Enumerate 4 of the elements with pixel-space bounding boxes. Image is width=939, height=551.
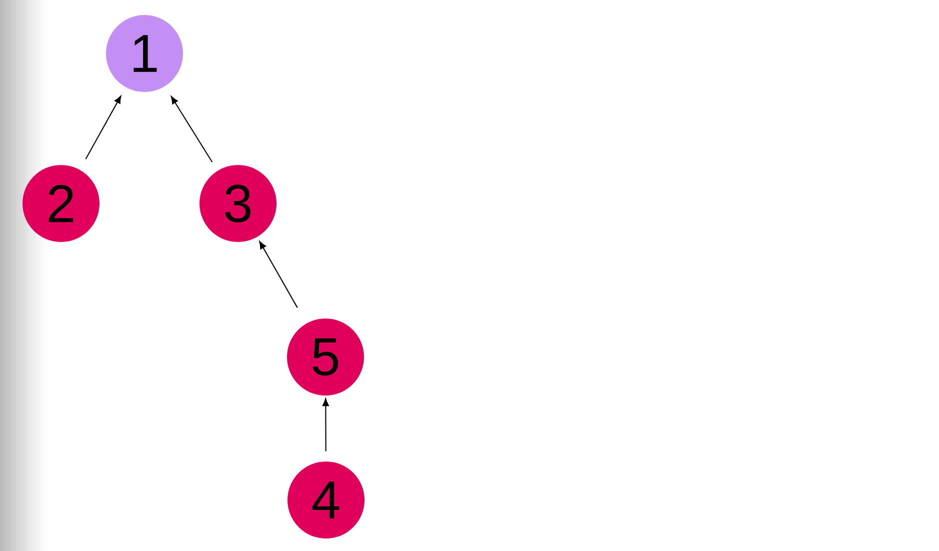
arrow: [322, 398, 329, 452]
arrow: [85, 96, 122, 160]
arrow: [259, 241, 298, 308]
arrow: [170, 96, 213, 162]
